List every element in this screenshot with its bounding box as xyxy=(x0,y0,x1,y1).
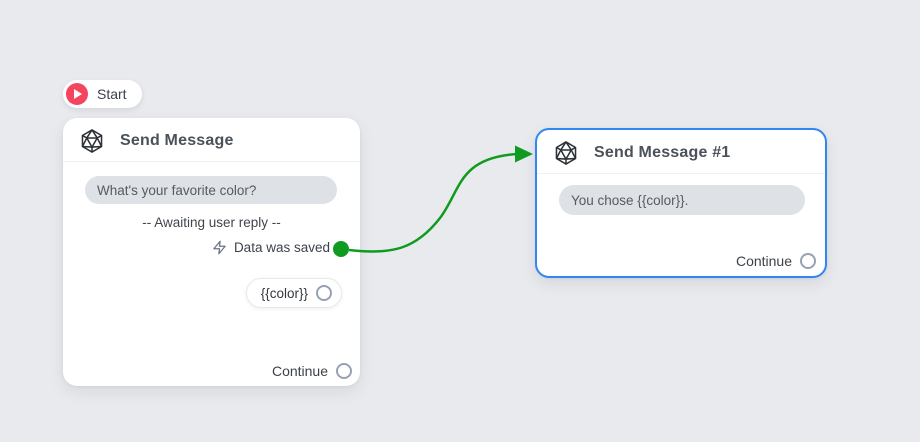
node-send-message-1[interactable]: Send Message #1 You chose {{color}}. Con… xyxy=(535,128,827,278)
variable-port[interactable] xyxy=(316,285,332,301)
continue-row: Continue xyxy=(272,363,352,379)
variable-chip[interactable]: {{color}} xyxy=(245,278,342,308)
data-saved-row: Data was saved xyxy=(212,240,330,255)
edge-path xyxy=(348,152,518,253)
continue-row: Continue xyxy=(736,253,816,269)
variable-chip-label: {{color}} xyxy=(260,285,308,301)
message-text: You chose {{color}}. xyxy=(571,192,689,208)
node-title: Send Message #1 xyxy=(594,143,731,161)
node-send-message[interactable]: Send Message What's your favorite color?… xyxy=(63,118,360,386)
d20-dice-icon xyxy=(81,128,103,153)
edge-arrowhead-icon xyxy=(515,145,533,163)
data-saved-port[interactable] xyxy=(333,241,349,257)
d20-dice-icon xyxy=(555,140,577,165)
zap-icon xyxy=(213,240,226,255)
node-header: Send Message xyxy=(63,118,360,162)
continue-label: Continue xyxy=(271,363,328,379)
play-icon xyxy=(66,83,88,105)
node-header: Send Message #1 xyxy=(537,130,825,174)
data-saved-label: Data was saved xyxy=(233,240,330,255)
node-title: Send Message xyxy=(120,131,234,149)
awaiting-user-reply-label: -- Awaiting user reply -- xyxy=(142,215,281,230)
start-label: Start xyxy=(97,86,127,102)
continue-port[interactable] xyxy=(800,253,816,269)
message-bubble[interactable]: You chose {{color}}. xyxy=(559,185,805,215)
start-node[interactable]: Start xyxy=(63,80,142,108)
message-bubble[interactable]: What's your favorite color? xyxy=(85,176,337,204)
continue-port[interactable] xyxy=(336,363,352,379)
continue-label: Continue xyxy=(735,253,792,269)
message-text: What's your favorite color? xyxy=(97,182,257,198)
